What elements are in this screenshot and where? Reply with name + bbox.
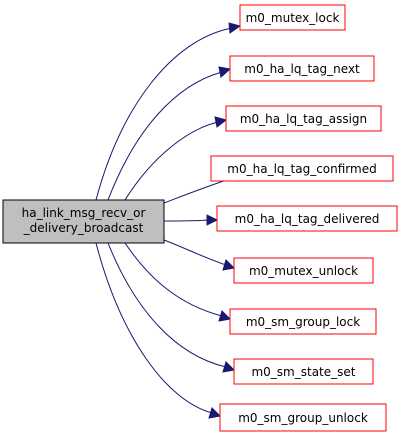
callee-label: m0_ha_lq_tag_delivered bbox=[235, 212, 380, 226]
arrowhead-m0-mutex-lock bbox=[228, 22, 242, 34]
callee-label: m0_ha_lq_tag_next bbox=[244, 62, 360, 76]
callee-label: m0_sm_state_set bbox=[251, 365, 355, 379]
callee-box bbox=[216, 205, 398, 232]
callee-box bbox=[219, 403, 387, 432]
callee-label: m0_ha_lq_tag_confirmed bbox=[227, 162, 376, 176]
callee-box bbox=[233, 358, 374, 385]
callee-node-m0-ha-lq-tag-confirmed[interactable]: m0_ha_lq_tag_confirmed bbox=[210, 155, 394, 182]
edge-to-m0-ha-lq-tag-next bbox=[107, 71, 223, 201]
edge-to-m0-mutex-lock bbox=[95, 27, 233, 201]
callee-label: m0_ha_lq_tag_assign bbox=[240, 112, 367, 126]
callee-box bbox=[210, 155, 394, 182]
callee-box bbox=[225, 105, 382, 132]
arrowhead-m0-ha-lq-tag-assign bbox=[214, 116, 228, 128]
callee-node-m0-ha-lq-tag-assign[interactable]: m0_ha_lq_tag_assign bbox=[225, 105, 382, 132]
arrowhead-m0-ha-lq-tag-delivered bbox=[206, 214, 219, 226]
arrowhead-m0-sm-state-set bbox=[222, 361, 236, 373]
callee-node-m0-sm-group-unlock[interactable]: m0_sm_group_unlock bbox=[219, 403, 387, 432]
arrowhead-m0-sm-group-unlock bbox=[208, 407, 222, 419]
edge-to-m0-sm-state-set bbox=[107, 242, 227, 368]
source-node-label-line2: _delivery_broadcast bbox=[23, 221, 144, 235]
edge-to-m0-ha-lq-tag-assign bbox=[124, 121, 219, 201]
callee-label: m0_sm_group_unlock bbox=[238, 411, 368, 425]
arrowhead-m0-mutex-unlock bbox=[222, 259, 236, 271]
callee-box bbox=[233, 257, 374, 284]
callee-label: m0_sm_group_lock bbox=[246, 315, 360, 329]
edge-to-m0-sm-group-unlock bbox=[95, 242, 213, 414]
source-node[interactable]: ha_link_msg_recv_or _delivery_broadcast bbox=[2, 199, 165, 244]
callee-label: m0_mutex_lock bbox=[246, 11, 340, 25]
source-node-box bbox=[2, 199, 165, 244]
edge-to-m0-ha-lq-tag-delivered bbox=[163, 219, 209, 222]
callee-node-m0-ha-lq-tag-delivered[interactable]: m0_ha_lq_tag_delivered bbox=[216, 205, 398, 232]
source-node-label-line1: ha_link_msg_recv_or bbox=[22, 206, 146, 220]
edge-to-m0-mutex-unlock bbox=[163, 239, 227, 266]
arrowhead-m0-ha-lq-tag-next bbox=[218, 66, 232, 78]
callee-node-m0-mutex-unlock[interactable]: m0_mutex_unlock bbox=[233, 257, 374, 284]
callee-node-m0-sm-state-set[interactable]: m0_sm_state_set bbox=[233, 358, 374, 385]
callee-node-m0-ha-lq-tag-next[interactable]: m0_ha_lq_tag_next bbox=[229, 55, 375, 82]
callee-box bbox=[229, 308, 377, 335]
callee-box bbox=[229, 55, 375, 82]
edge-to-m0-sm-group-lock bbox=[124, 242, 223, 317]
callee-label: m0_mutex_unlock bbox=[249, 264, 358, 278]
arrowhead-m0-sm-group-lock bbox=[218, 310, 232, 322]
callee-node-m0-mutex-lock[interactable]: m0_mutex_lock bbox=[239, 4, 346, 31]
callee-box bbox=[239, 4, 346, 31]
callee-node-m0-sm-group-lock[interactable]: m0_sm_group_lock bbox=[229, 308, 377, 335]
